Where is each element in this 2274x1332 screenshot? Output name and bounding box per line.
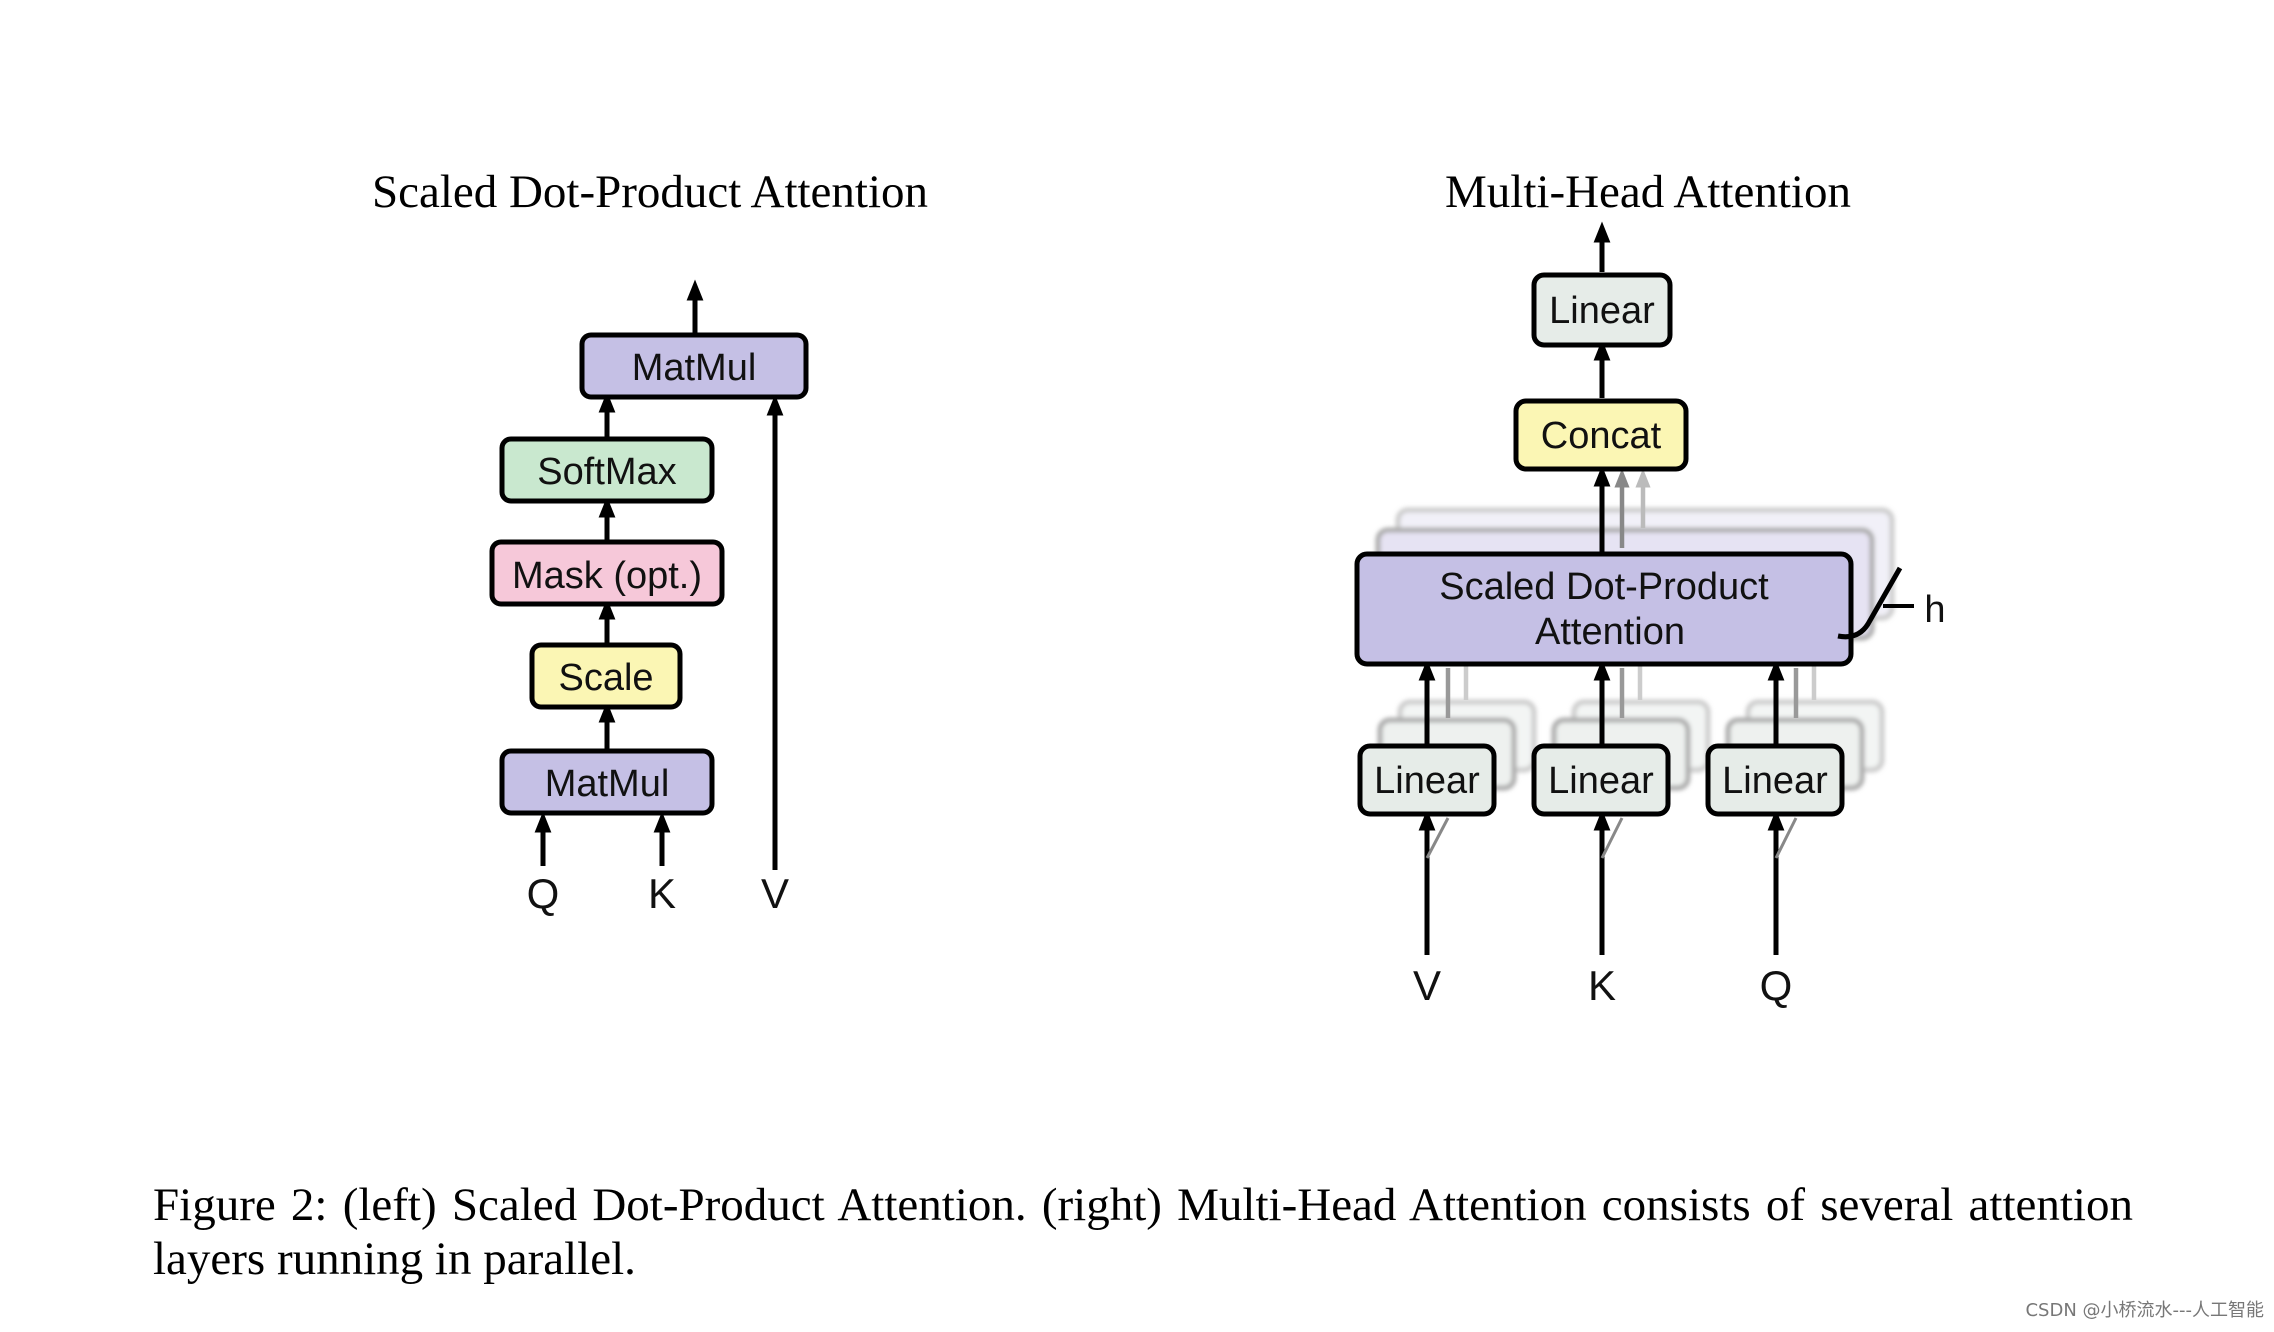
input-fan-lines: [1425, 817, 1798, 859]
right-input-k: K: [1588, 962, 1616, 1009]
right-input-v: V: [1413, 962, 1441, 1009]
linear-top-rect: [1531, 272, 1673, 348]
matmul-bottom-box: MatMul: [499, 748, 715, 816]
linear-top-box: Linear: [1531, 272, 1673, 348]
fan-v: [1425, 817, 1450, 859]
linear-k-label: Linear: [1548, 760, 1654, 802]
watermark: CSDN @小桥流水---人工智能: [2025, 1300, 2264, 1321]
linear-v-box: Linear: [1357, 743, 1497, 817]
linear-q-box: Linear: [1705, 743, 1845, 817]
linear-k-box: Linear: [1531, 743, 1671, 817]
left-input-q: Q: [527, 870, 560, 917]
scale-box: Scale: [529, 642, 683, 710]
heads-label: h: [1924, 589, 1945, 631]
concat-rect: [1513, 398, 1689, 472]
matmul-top-label: MatMul: [632, 347, 757, 389]
matmul-top-box: MatMul: [579, 332, 809, 400]
linear-q-label: Linear: [1722, 760, 1828, 802]
left-panel-title: Scaled Dot-Product Attention: [372, 166, 928, 218]
fan-q: [1774, 817, 1798, 859]
heads-indicator: h: [1837, 566, 1946, 640]
linear-top-label: Linear: [1549, 290, 1655, 332]
left-input-v: V: [761, 870, 789, 917]
mask-label: Mask (opt.): [512, 555, 702, 597]
softmax-box: SoftMax: [499, 436, 715, 504]
scale-rect: [529, 642, 683, 710]
concat-box: Concat: [1513, 398, 1689, 472]
scale-label: Scale: [558, 657, 653, 699]
multi-head-panel: Multi-Head Attention: [1354, 166, 1946, 1009]
attention-label-line2: Attention: [1535, 611, 1685, 653]
matmul-top-rect: [579, 332, 809, 400]
fan-k: [1600, 817, 1624, 859]
mask-box: Mask (opt.): [489, 539, 725, 607]
mask-rect: [489, 539, 725, 607]
linear-k-rect: [1531, 743, 1671, 817]
scaled-dot-product-panel: Scaled Dot-Product Attention MatMul Soft…: [372, 166, 928, 917]
matmul-bottom-label: MatMul: [545, 763, 670, 805]
right-input-q: Q: [1760, 962, 1793, 1009]
concat-label: Concat: [1541, 415, 1662, 457]
left-input-k: K: [648, 870, 676, 917]
matmul-bottom-rect: [499, 748, 715, 816]
heads-bracket: [1837, 566, 1903, 640]
linear-q-rect: [1705, 743, 1845, 817]
attention-rect: [1354, 551, 1854, 667]
attention-box: Scaled Dot-Product Attention: [1354, 551, 1854, 667]
left-arrows: [534, 279, 784, 870]
figure-caption: Figure 2: (left) Scaled Dot-Product Atte…: [153, 1179, 2133, 1285]
right-panel-title: Multi-Head Attention: [1445, 166, 1851, 218]
softmax-rect: [499, 436, 715, 504]
ghost-arrows: [1445, 468, 1817, 718]
linear-v-label: Linear: [1374, 760, 1480, 802]
softmax-label: SoftMax: [537, 451, 676, 493]
attention-label-line1: Scaled Dot-Product: [1439, 566, 1769, 608]
linear-v-rect: [1357, 743, 1497, 817]
